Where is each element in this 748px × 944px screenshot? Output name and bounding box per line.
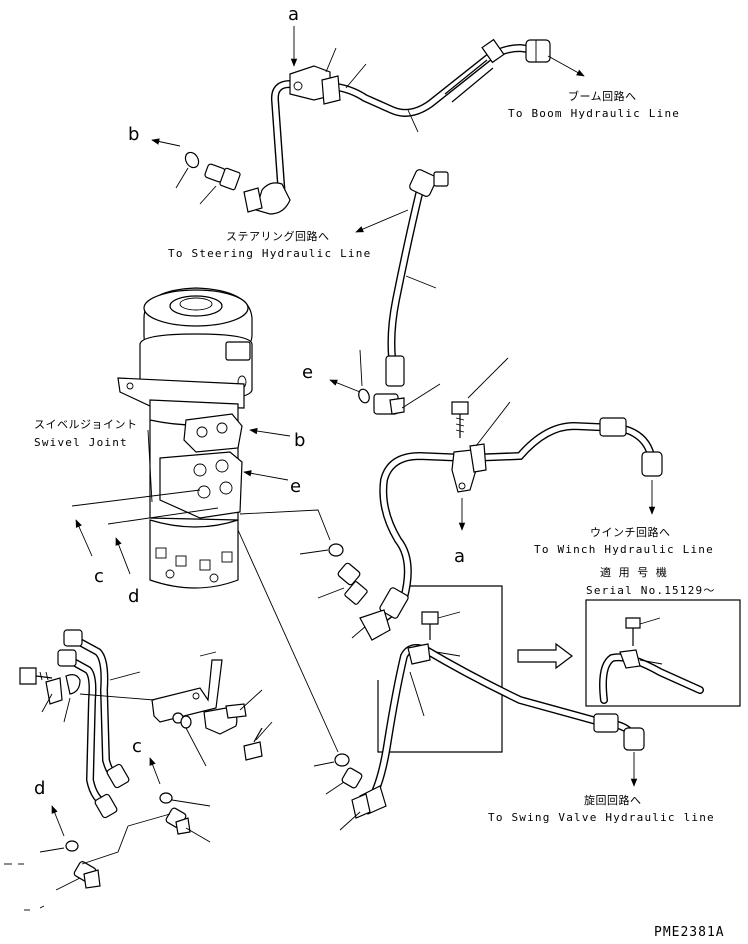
callout-a-top: a bbox=[288, 4, 299, 25]
arrow-b-left bbox=[151, 138, 181, 147]
callout-c-joint: c bbox=[94, 566, 104, 587]
callout-a-mid: a bbox=[454, 546, 465, 567]
arrow-boom bbox=[547, 55, 585, 77]
o-ring-icon bbox=[159, 792, 173, 804]
callout-b-joint: b bbox=[294, 430, 305, 451]
clamp-icon bbox=[407, 611, 439, 665]
clamp-icon bbox=[451, 443, 487, 493]
callout-e-mid: e bbox=[302, 362, 313, 383]
steering-line-label-en: To Steering Hydraulic Line bbox=[168, 247, 371, 260]
detail-arrow-icon bbox=[517, 642, 573, 670]
drawing-code: PME2381A bbox=[654, 925, 725, 940]
o-ring-icon bbox=[358, 388, 370, 404]
boom-line-label-en: To Boom Hydraulic Line bbox=[508, 107, 680, 120]
serial-note-en: Serial No.15129～ bbox=[586, 584, 716, 597]
bolt-icon bbox=[243, 727, 263, 761]
o-ring-icon bbox=[334, 753, 350, 767]
callout-d-bottom: d bbox=[34, 778, 45, 799]
o-ring-icon bbox=[328, 543, 344, 557]
swing-line-label-jp: 旋回回路へ bbox=[584, 793, 642, 807]
steering-line-hose bbox=[373, 169, 449, 415]
winch-line-label-jp: ウインチ回路へ bbox=[590, 526, 671, 539]
arrow-d-joint bbox=[115, 537, 131, 575]
straight-fitting bbox=[204, 163, 241, 191]
serial-detail-box bbox=[585, 599, 741, 707]
arrow-c-bottom bbox=[149, 757, 161, 785]
callout-c-bottom: c bbox=[132, 736, 142, 757]
winch-line-label-en: To Winch Hydraulic Line bbox=[534, 543, 714, 556]
bolt-icon bbox=[451, 401, 469, 438]
callout-e-joint: e bbox=[290, 476, 301, 497]
arrow-e-joint bbox=[243, 470, 289, 481]
elbow-fitting-icon bbox=[165, 807, 191, 835]
o-ring-icon bbox=[65, 840, 79, 852]
swing-detail-frame bbox=[377, 585, 503, 753]
boom-line-label-jp: ブーム回路へ bbox=[568, 89, 637, 103]
swing-line-label-en: To Swing Valve Hydraulic line bbox=[488, 811, 715, 824]
winch-line-hose bbox=[359, 417, 663, 641]
clamp-icon bbox=[65, 674, 81, 695]
washer-icon bbox=[180, 715, 192, 729]
swivel-joint-label-en: Swivel Joint bbox=[34, 436, 128, 449]
straight-fitting bbox=[337, 562, 368, 605]
callout-d-joint: d bbox=[128, 586, 139, 607]
clamp-icon bbox=[225, 703, 247, 719]
steering-line-label-jp: ステアリング回路へ bbox=[226, 229, 330, 243]
o-ring-icon bbox=[184, 151, 200, 169]
callout-b-left: b bbox=[128, 124, 139, 145]
swivel-joint-icon bbox=[117, 287, 253, 589]
serial-note-jp: 適 用 号 機 bbox=[600, 565, 667, 579]
bracket-icon bbox=[151, 659, 223, 723]
boom-line-tube bbox=[243, 38, 551, 215]
bolt-icon bbox=[19, 667, 53, 685]
arrow-b-joint bbox=[249, 427, 291, 437]
arrow-steering bbox=[355, 209, 409, 233]
elbow-fitting-icon bbox=[73, 861, 101, 889]
arrow-e-mid bbox=[329, 379, 361, 393]
arrow-d-bottom bbox=[51, 805, 65, 837]
lower-left-tubes bbox=[57, 629, 130, 819]
detail-hose-clamp bbox=[599, 617, 704, 704]
swivel-joint-label-jp: スイベルジョイント bbox=[34, 418, 138, 431]
arrow-c-joint bbox=[75, 519, 93, 557]
